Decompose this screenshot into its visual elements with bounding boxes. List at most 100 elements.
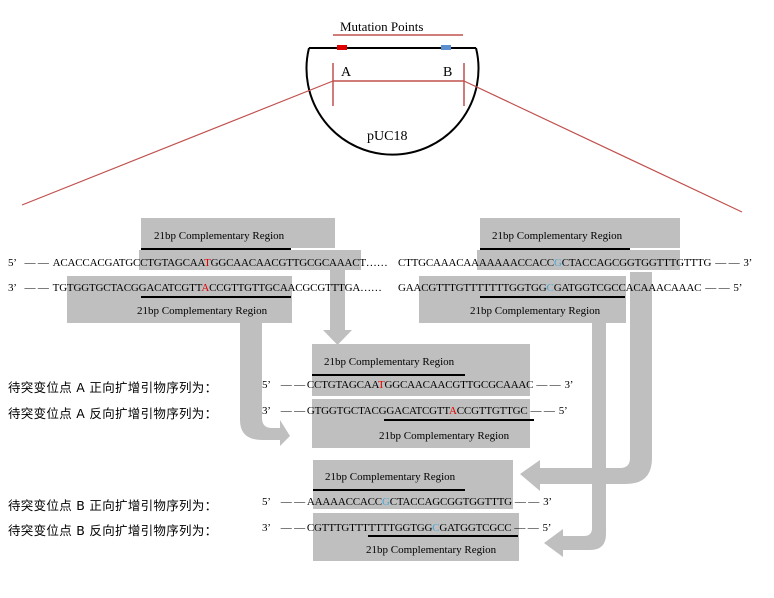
mutation-site-b: G [553,257,562,269]
region-underline-primer-b-reverse [368,535,518,537]
primer-b-reverse-label: 待突变位点 B 反向扩增引物序列为： [8,523,218,538]
ellipsis: …… [360,282,382,294]
template-top-strand: 5’ — —ACACCACGATGCCTGTAGCAATGGCAACAACGTT… [8,256,388,270]
primer-b-forward-label: 待突变位点 B 正向扩增引物序列为： [8,498,218,513]
ellipsis: …… [365,257,388,269]
seq-part: AAAAACCACC [478,257,554,269]
three-prime-end: 3’ [743,257,753,269]
primer-b-reverse-seq: 3’— —CGTTTGTTTTTTTGGTGGCGATGGTCGCC— —5’ [262,521,551,535]
seq-flank: CTTGCAAACAA [398,257,479,269]
dash: — — [280,379,305,391]
mutation-site-a: T [204,257,211,269]
primer-a-forward-label: 待突变位点 A 正向扩增引物序列为： [8,380,218,395]
mutation-points-title: Mutation Points [340,19,424,34]
seq-part: GATGGTCGCC [439,522,512,534]
arrow-curve-b-forward [520,272,652,491]
dash: — — [24,257,49,269]
region-underline-primer-a-forward [312,374,465,376]
seq-flank: TTTG [683,257,712,269]
primer-a-reverse-seq: 3’— —GTGGTGCTACGGACATCGTTACCGTTGTTGC— —5… [262,404,568,418]
five-prime-end: 5’ [8,257,16,269]
template-bottom-strand-right: GAACGTTTGTTTTTTTGGTGGCGATGGTCGCCACAAACAA… [398,281,742,295]
arrows [240,268,652,557]
zoom-line-left [21,80,334,206]
primer-b-forward-seq: 5’— —AAAAACCACCGCTACCAGCGGTGGTTTG— —3’ [262,495,552,509]
dash: — — [715,257,740,269]
three-prime-end: 3’ [543,496,552,508]
zoom-line-right [463,80,743,213]
region-label-bottom-left: 21bp Complementary Region [137,305,268,317]
mutation-site-b: C [432,522,440,534]
region-label-primer-a-reverse: 21bp Complementary Region [379,430,510,442]
five-prime-end: 5’ [542,522,552,534]
dash: — — [530,405,555,417]
three-prime-end: 3’ [262,405,271,417]
seq-part: GGACATCGTT [378,405,450,417]
three-prime-end: 3’ [262,522,271,534]
dash: — — [280,522,305,534]
mutation-site-a: A [449,405,457,417]
mutation-site-b: G [381,496,390,508]
seq-part: TTTTTGGTGG [476,282,547,294]
seq-part: CCTGTAGCAA [132,257,205,269]
region-box-top-left [141,218,335,248]
region-label-bottom-right: 21bp Complementary Region [470,305,601,317]
template-top-strand-right: CTTGCAAACAAAAAAACCACCGCTACCAGCGGTGGTTTGT… [398,256,752,270]
plasmid-name: pUC18 [367,129,408,144]
seq-part: GGCAACAACGTTGCGCAAAC [384,379,534,391]
plasmid-map [21,34,743,213]
mutation-site-a: T [378,379,385,391]
seq-part: CGTTTGTT [306,522,363,534]
three-prime-end: 3’ [8,282,16,294]
mutation-marker-b [441,45,451,50]
dash: — — [24,282,49,294]
seq-part: CTACCAGCGGTGGTTTG [561,257,684,269]
seq-part: GTGGTGCTAC [306,405,379,417]
highlight-top-right [477,250,680,270]
region-underline-top-right [480,248,630,250]
five-prime-end: 5’ [262,496,271,508]
three-prime-end: 3’ [564,379,574,391]
seq-flank: ACACCACGATG [52,257,134,269]
arrow-down-a-forward [323,268,352,345]
region-underline-bottom-left [141,296,291,298]
seq-part: GATGGTCGCC [553,282,626,294]
region-label-primer-b-reverse: 21bp Complementary Region [366,544,497,556]
region-box-top-right [480,218,680,248]
mutation-marker-a [337,45,347,50]
five-prime-end: 5’ [558,405,568,417]
primer-a-forward-seq: 5’— —CCTGTAGCAATGGCAACAACGTTGCGCAAAC— —3… [262,378,573,392]
highlight-bottom-right [419,276,626,323]
region-label-top-left: 21bp Complementary Region [154,230,285,242]
dash: — — [514,522,539,534]
primer-b-reverse-box [313,513,519,561]
five-prime-end: 5’ [262,379,271,391]
primer-b-forward-box [313,460,513,509]
plasmid-outline [305,47,480,156]
five-prime-end: 5’ [733,282,743,294]
seq-part: GGCAACAACGTTGCGCAAAC [210,257,360,269]
region-label-primer-a-forward: 21bp Complementary Region [324,356,455,368]
seq-flank: ACAAACAAAC [625,282,702,294]
seq-part: CCGTTGTTGC [209,282,280,294]
seq-part: CCTGTAGCAA [306,379,378,391]
region-label-top-right: 21bp Complementary Region [492,230,623,242]
dash: — — [536,379,561,391]
region-label-primer-b-forward: 21bp Complementary Region [325,471,456,483]
seq-part: CTACCAGCGGTGGTTTG [389,496,512,508]
seq-part: AAAAACCACC [306,496,382,508]
dash: — — [514,496,540,508]
seq-flank: AACGCGTTTGA [279,282,361,294]
region-underline-primer-b-forward [313,489,465,491]
primer-a-gap [312,396,530,399]
seq-flank: T [359,257,366,269]
dash: — — [705,282,730,294]
dash: — — [280,405,305,417]
dash: — — [280,496,305,508]
region-underline-primer-a-reverse [384,419,534,421]
region-underline-top-left [141,248,291,250]
mutation-site-b: C [546,282,554,294]
highlight-top-left [139,250,361,270]
primer-a-reverse-label: 待突变位点 A 反向扩增引物序列为： [8,406,218,421]
